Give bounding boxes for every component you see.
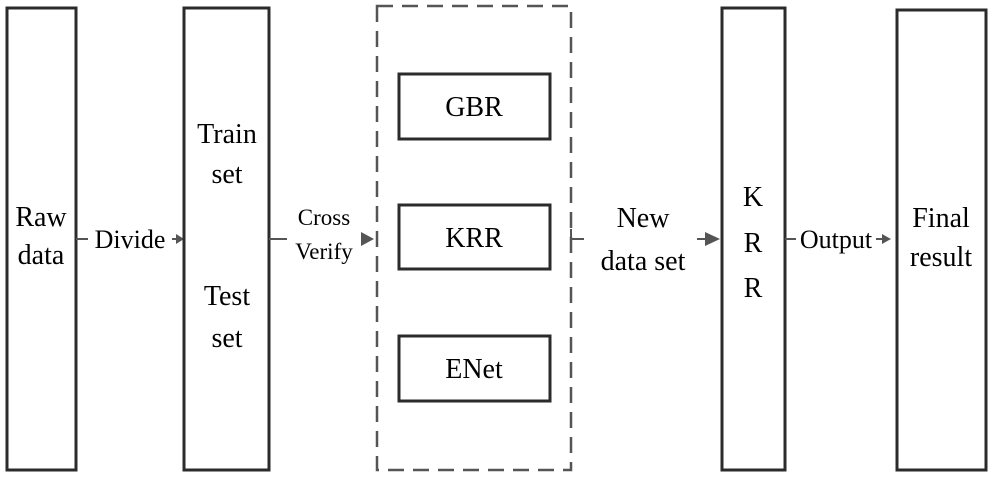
enet-node: ENet: [397, 334, 552, 403]
cross-verify-arrowhead: [361, 232, 374, 246]
enet-box: [397, 334, 552, 403]
meta-krr-letter-3: R: [744, 273, 763, 304]
final-result-node: Final result: [895, 8, 988, 472]
raw-data-label-line2: data: [18, 240, 65, 271]
train-set-label-line1: Train: [197, 119, 257, 150]
meta-krr-letter-2: R: [744, 228, 763, 259]
krr-box: [397, 203, 552, 271]
meta-krr-node: K R R: [720, 6, 787, 472]
raw-data-node: Raw data: [5, 6, 78, 472]
gbr-box: [397, 72, 552, 141]
meta-krr-letter-1: K: [743, 182, 763, 213]
divide-arrowhead: [176, 234, 184, 244]
raw-data-box: [5, 6, 78, 472]
gbr-node: GBR: [397, 72, 552, 141]
final-result-label-line1: Final: [912, 203, 970, 234]
test-set-label-line2: set: [211, 323, 242, 354]
enet-label: ENet: [445, 354, 503, 385]
output-arrowhead: [882, 234, 891, 244]
divide-connector: Divide: [76, 225, 184, 254]
train-set-label-line2: set: [211, 159, 242, 190]
cross-verify-connector: Cross Verify: [269, 205, 374, 264]
cross-verify-label-line1: Cross: [298, 205, 350, 230]
krr-label: KRR: [445, 223, 503, 254]
final-result-box: [895, 8, 988, 472]
final-result-label-line2: result: [910, 242, 972, 273]
new-data-set-arrowhead: [705, 232, 720, 246]
test-set-label-line1: Test: [204, 281, 250, 312]
krr-node: KRR: [397, 203, 552, 271]
output-connector: Output: [785, 225, 891, 254]
divide-label: Divide: [95, 225, 166, 254]
split-sets-node: Train set Test set: [182, 6, 271, 472]
gbr-label: GBR: [445, 92, 503, 123]
new-data-set-label-line2: data set: [601, 246, 686, 277]
output-label: Output: [800, 225, 873, 254]
raw-data-label-line1: Raw: [15, 202, 67, 233]
new-data-set-connector: New data set: [570, 203, 720, 277]
split-sets-box: [182, 6, 271, 472]
cross-verify-label-line2: Verify: [295, 239, 353, 264]
new-data-set-label-line1: New: [617, 203, 671, 234]
